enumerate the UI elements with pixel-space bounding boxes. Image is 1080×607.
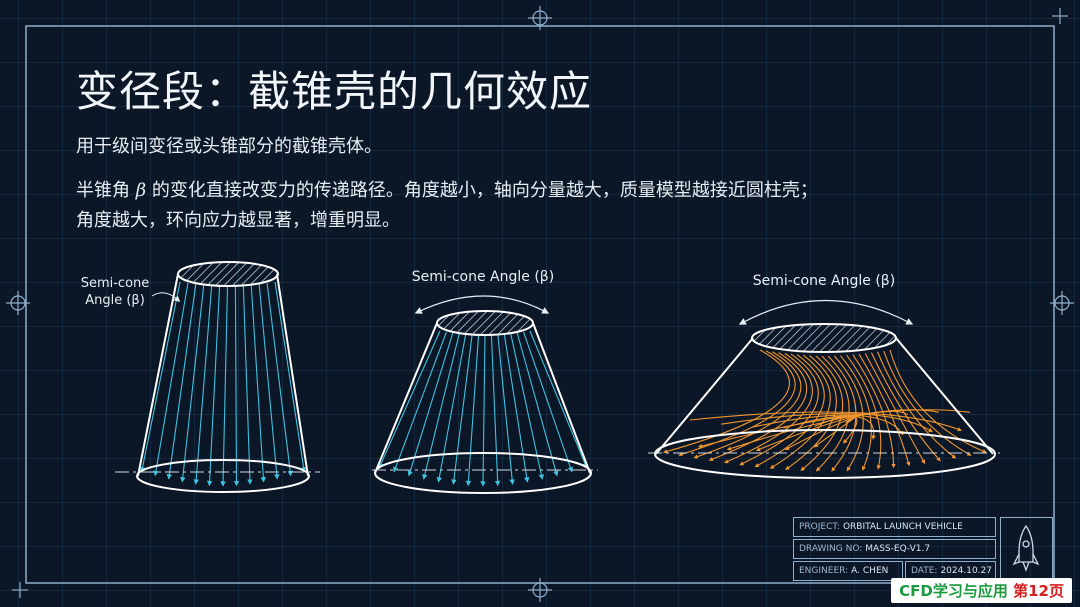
cone2-load-line (523, 331, 573, 473)
cone3-swirl-line (721, 413, 933, 433)
cone2-load-line (503, 334, 530, 483)
cone2-load-line (529, 330, 588, 469)
beta-symbol: β (135, 180, 147, 201)
cone2-angle-arc (414, 295, 550, 314)
project-row: PROJECT: ORBITAL LAUNCH VEHICLE (793, 517, 996, 537)
cone3-streamline (833, 355, 864, 472)
cone1-right-edge (276, 273, 309, 477)
cone-medium-angle: Semi-cone Angle (β) (372, 269, 598, 494)
engineer-row: ENGINEER: A. CHEN (793, 561, 903, 581)
cone3-streamline (800, 355, 844, 471)
cone3-streamline (708, 352, 808, 462)
cone2-load-line (510, 333, 544, 480)
cone1-load-line (266, 282, 293, 477)
cone2-load-line (436, 334, 467, 483)
cone1-load-line (153, 282, 189, 477)
cone3-streamline (870, 352, 941, 462)
cone3-swirl-line (755, 410, 909, 452)
watermark-channel: CFD学习与应用 (899, 582, 1008, 600)
axial-load-lines (139, 281, 307, 487)
cone2-left-edge (374, 322, 438, 474)
cone1-label-line2: Angle (β) (85, 293, 145, 308)
engineer-value: A. CHEN (851, 566, 889, 576)
explanation-text-post: 的变化直接改变力的传递路径。角度越小，轴向分量越大，质量模型越接近圆柱壳； (146, 180, 818, 201)
cone1-load-line (274, 281, 307, 473)
cone3-swirl-line (697, 409, 971, 449)
cone3-streamline (852, 354, 896, 469)
cone1-load-line (166, 283, 197, 480)
cone3-swirl-line (689, 411, 963, 432)
page-watermark: CFD学习与应用 第12页 (891, 578, 1072, 603)
cone2-load-line (451, 334, 473, 485)
cone2-base (374, 452, 592, 494)
cone1-angle-arrow (151, 292, 181, 303)
cone2-load-line (378, 330, 441, 469)
cone2-load-line (422, 333, 460, 480)
cone1-label-line1: Semi-cone (81, 276, 150, 291)
cone3-streamline (827, 355, 857, 472)
cone3-right-edge (895, 337, 994, 455)
drawing-title-block: PROJECT: ORBITAL LAUNCH VEHICLE DRAWING … (793, 517, 1053, 583)
cone1-load-line (250, 284, 267, 483)
intro-text: 用于级间变径或头锥部分的截锥壳体。 (76, 136, 382, 157)
cone3-base (654, 429, 996, 479)
cone3-streamline (693, 351, 802, 459)
cone3-streamline (864, 353, 926, 465)
cone2-top (436, 310, 534, 336)
watermark-page: 第12页 (1013, 582, 1064, 600)
cone2-load-line (393, 331, 447, 473)
cone2-load-line (407, 332, 454, 477)
cone3-streamline (877, 351, 957, 459)
cone1-load-line (220, 285, 229, 487)
explanation-text-line2: 角度越大，环向应力越显著，增重明显。 (76, 210, 400, 231)
cone2-label: Semi-cone Angle (β) (412, 269, 554, 285)
cone2-load-line (516, 332, 559, 477)
cone3-top (751, 323, 897, 353)
cone3-streamline (785, 355, 837, 471)
page-title: 变径段：截锥壳的几何效应 (76, 67, 593, 116)
cone3-swirl-line (784, 412, 878, 450)
cone1-load-line (206, 285, 221, 487)
cone3-streamline (883, 350, 972, 456)
cone1-load-line (233, 285, 240, 487)
cone2-load-line (465, 334, 480, 487)
cone1-left-edge (137, 273, 179, 477)
hoop-stress-streamlines (662, 349, 988, 472)
rocket-icon (1012, 524, 1040, 572)
date-value: 2024.10.27 (940, 566, 992, 576)
cone3-left-edge (655, 337, 754, 455)
cone-large-angle: Semi-cone Angle (β) (648, 273, 1000, 479)
cone1-load-line (139, 281, 181, 473)
cone-small-angle: Semi-cone Angle (β) (81, 261, 320, 493)
explanation-text-pre: 半锥角 (76, 180, 136, 201)
cone3-streamline (815, 355, 850, 472)
cone1-top (177, 261, 279, 287)
cone2-right-edge (532, 322, 591, 474)
cone2-load-line (490, 334, 501, 487)
cone3-streamline (754, 354, 825, 468)
drawing-no-value: MASS-EQ-V1.7 (865, 544, 931, 554)
registration-marks (6, 6, 1074, 602)
cone1-base (136, 459, 310, 493)
cone3-streamline (840, 355, 872, 471)
cone3-streamline (739, 353, 819, 466)
cone1-load-line (242, 285, 253, 485)
project-value: ORBITAL LAUNCH VEHICLE (842, 522, 963, 532)
explanation-text: 半锥角 β 的变化直接改变力的传递路径。角度越小，轴向分量越大，质量模型越接近圆… (76, 176, 818, 236)
drawing-no-row: DRAWING NO: MASS-EQ-V1.7 (793, 539, 996, 559)
cone1-load-line (180, 284, 205, 483)
cone3-streamline (662, 349, 790, 454)
cone1-load-line (258, 283, 280, 480)
cone2-load-line (497, 334, 515, 485)
cone3-label: Semi-cone Angle (β) (753, 273, 895, 289)
rocket-icon-box (1000, 517, 1053, 583)
cone3-angle-arc (738, 299, 914, 325)
cone1-load-line (193, 285, 213, 485)
cone2-load-line (480, 334, 486, 487)
load-path-lines (378, 330, 588, 487)
